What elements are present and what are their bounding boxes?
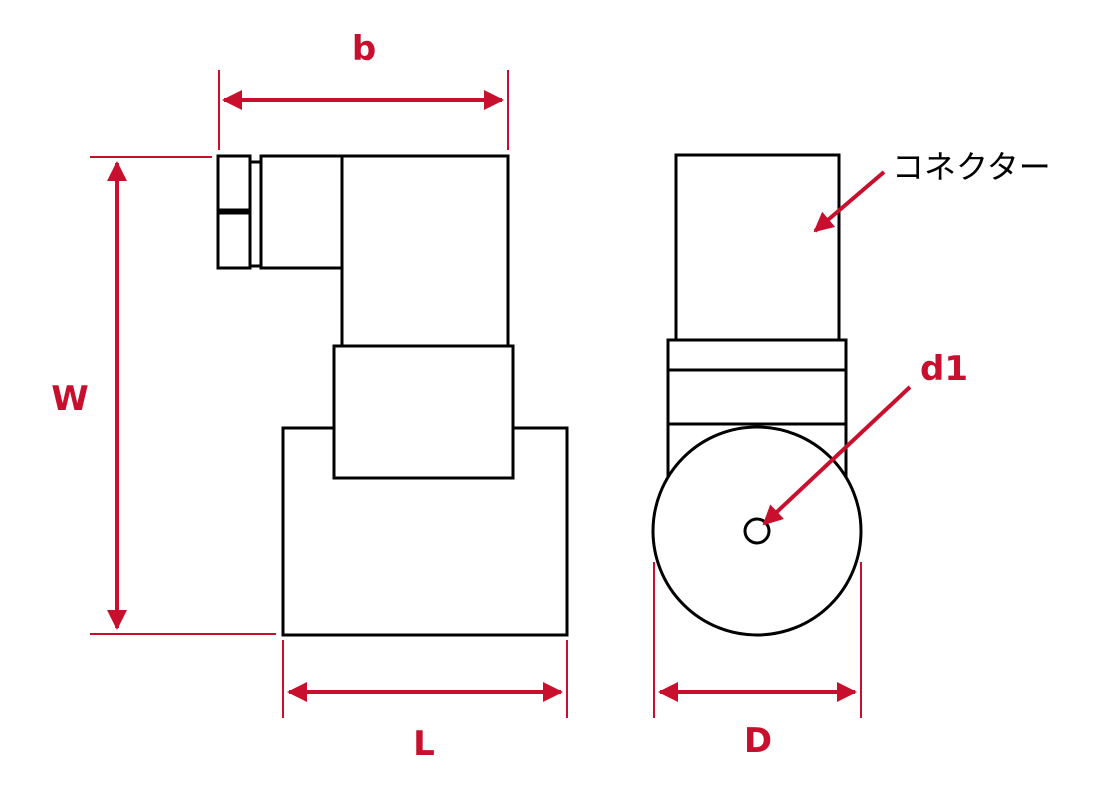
callout-connector: コネクター — [813, 148, 1051, 233]
nut-lower — [216, 211, 252, 270]
neck-band-middle — [666, 368, 848, 426]
nut-upper — [216, 154, 252, 212]
nut-collar — [248, 160, 263, 268]
dimension-b: b — [218, 29, 509, 150]
label-w: W — [51, 379, 89, 419]
connector-body-side — [340, 154, 510, 348]
connector-plug — [259, 154, 344, 270]
side-view — [216, 154, 569, 637]
dimension-l: L — [282, 640, 568, 764]
leader-arrow — [762, 385, 912, 526]
body-circle — [651, 425, 863, 637]
neck-band-sides — [666, 424, 848, 478]
label-l: L — [413, 724, 435, 764]
leader-arrow — [813, 170, 886, 233]
front-view — [651, 153, 863, 637]
label-d1: d1 — [920, 349, 968, 389]
label-d: D — [744, 721, 772, 761]
neck-side — [332, 344, 515, 480]
connector-body-front — [674, 153, 841, 342]
callout-d1: d1 — [762, 349, 968, 526]
port-hole — [743, 517, 771, 545]
base-side — [281, 426, 569, 637]
label-connector: コネクター — [892, 148, 1051, 186]
neck-band-upper — [666, 338, 848, 372]
dimension-w: W — [51, 156, 276, 635]
dimension-d: D — [653, 562, 862, 761]
label-b: b — [352, 29, 376, 69]
